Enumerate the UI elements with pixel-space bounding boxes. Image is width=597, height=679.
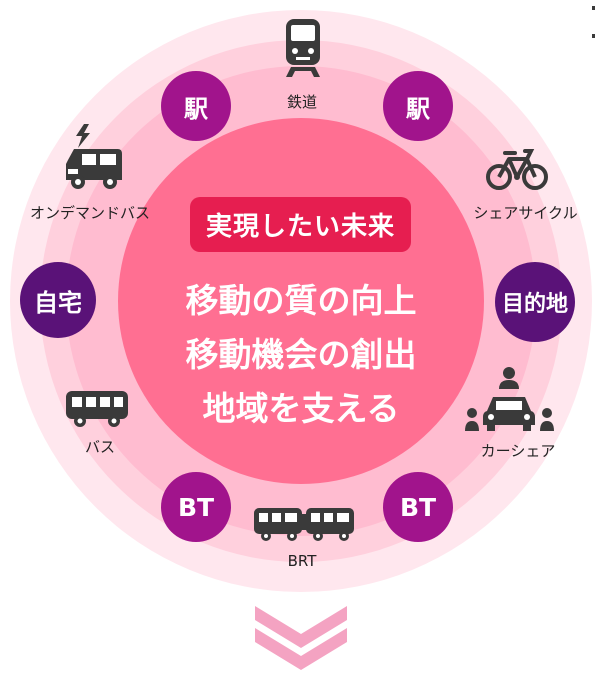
- clipped-edge-mark: [588, 2, 597, 42]
- goal-line-opportunity: 移動機会の創出: [185, 335, 417, 374]
- brt-label: BRT: [287, 552, 317, 570]
- bicycle-icon: [485, 147, 549, 191]
- inner-circle: [118, 118, 484, 484]
- brt-articulated-bus-icon: [252, 506, 356, 544]
- station-node-left: 駅: [161, 71, 231, 141]
- bus-terminal-node-left: BT: [161, 472, 231, 542]
- bus-icon: [64, 389, 130, 429]
- station-node-right: 駅: [383, 71, 453, 141]
- on-demand-bus-label: オンデマンドバス: [29, 204, 150, 222]
- on-demand-van-icon: [62, 122, 128, 190]
- goal-line-community: 地域を支える: [202, 389, 400, 428]
- rail-label: 鉄道: [286, 93, 317, 111]
- bus-label: バス: [84, 438, 115, 456]
- goal-line-quality: 移動の質の向上: [185, 281, 417, 320]
- car-share-label: カーシェア: [480, 442, 556, 460]
- share-cycle-label: シェアサイクル: [473, 204, 578, 222]
- double-chevron-down-icon: [253, 604, 349, 672]
- train-icon: [283, 17, 323, 79]
- car-share-icon: [465, 365, 555, 435]
- bus-terminal-node-right: BT: [383, 472, 453, 542]
- home-node: 自宅: [20, 262, 96, 338]
- destination-node: 目的地: [495, 262, 575, 342]
- future-goal-badge: 実現したい未来: [190, 197, 411, 252]
